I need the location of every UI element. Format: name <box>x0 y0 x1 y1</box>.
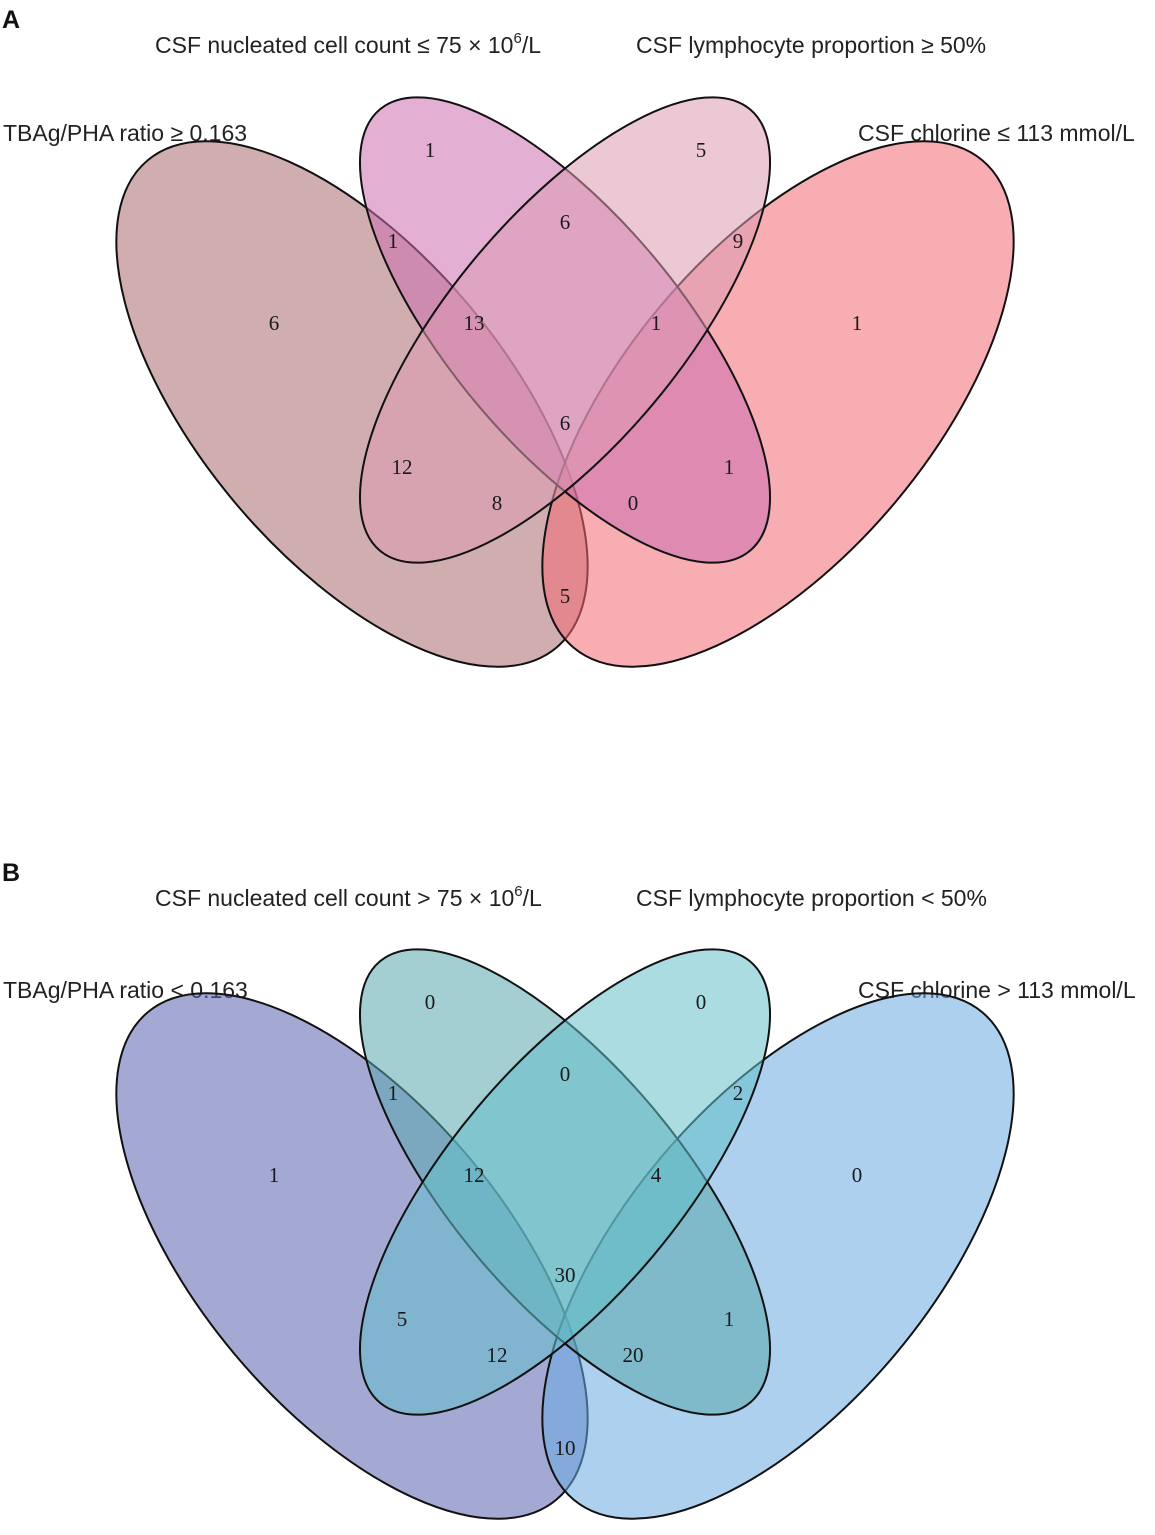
panel-a: A TBAg/PHA ratio ≥ 0.163 CSF nucleated c… <box>2 6 1135 668</box>
set-label-lymphocyte-b: CSF lymphocyte proportion < 50% <box>636 885 987 911</box>
count-region-14-a: 5 <box>560 584 571 608</box>
count-only-tbag-pha-a: 6 <box>269 311 280 335</box>
count-region-123-a: 13 <box>464 311 485 335</box>
count-region-134-b: 12 <box>487 1343 508 1367</box>
count-only-lymphocyte-a: 5 <box>696 138 707 162</box>
count-region-13-b: 5 <box>397 1307 408 1331</box>
count-region-234-a: 1 <box>651 311 662 335</box>
count-region-34-a: 9 <box>733 229 744 253</box>
count-region-23-a: 6 <box>560 210 571 234</box>
count-region-24-a: 1 <box>724 455 735 479</box>
count-region-23-b: 0 <box>560 1062 571 1086</box>
set-ellipse-lymphocyte-a <box>358 96 772 564</box>
count-region-124-a: 0 <box>628 491 639 515</box>
count-region-134-a: 8 <box>492 491 503 515</box>
count-region-14-b: 10 <box>555 1436 576 1460</box>
count-only-tbag-pha-b: 1 <box>269 1163 280 1187</box>
set-ellipse-lymphocyte-b <box>358 948 772 1416</box>
count-region-123-b: 12 <box>464 1163 485 1187</box>
panel-letter-a: A <box>2 6 20 34</box>
set-label-chlorine-a: CSF chlorine ≤ 113 mmol/L <box>858 120 1135 146</box>
count-region-34-b: 2 <box>733 1081 744 1105</box>
count-only-lymphocyte-b: 0 <box>696 990 707 1014</box>
set-label-lymphocyte-a: CSF lymphocyte proportion ≥ 50% <box>636 32 986 58</box>
panel-letter-b: B <box>2 859 20 887</box>
set-label-nucleated-cell-b: CSF nucleated cell count > 75 × 106/L <box>155 883 542 911</box>
count-region-13-a: 12 <box>392 455 413 479</box>
panel-b: B TBAg/PHA ratio < 0.163 CSF nucleated c… <box>2 859 1136 1520</box>
count-region-12-a: 1 <box>388 229 399 253</box>
count-region-124-b: 20 <box>623 1343 644 1367</box>
count-only-chlorine-a: 1 <box>852 311 863 335</box>
count-region-12-b: 1 <box>388 1081 399 1105</box>
count-only-nucleated-cell-a: 1 <box>425 138 436 162</box>
count-region-24-b: 1 <box>724 1307 735 1331</box>
count-region-1234-b: 30 <box>555 1263 576 1287</box>
count-region-1234-a: 6 <box>560 411 571 435</box>
set-label-nucleated-cell-a: CSF nucleated cell count ≤ 75 × 106/L <box>155 30 541 58</box>
count-region-234-b: 4 <box>651 1163 662 1187</box>
count-only-nucleated-cell-b: 0 <box>425 990 436 1014</box>
count-only-chlorine-b: 0 <box>852 1163 863 1187</box>
